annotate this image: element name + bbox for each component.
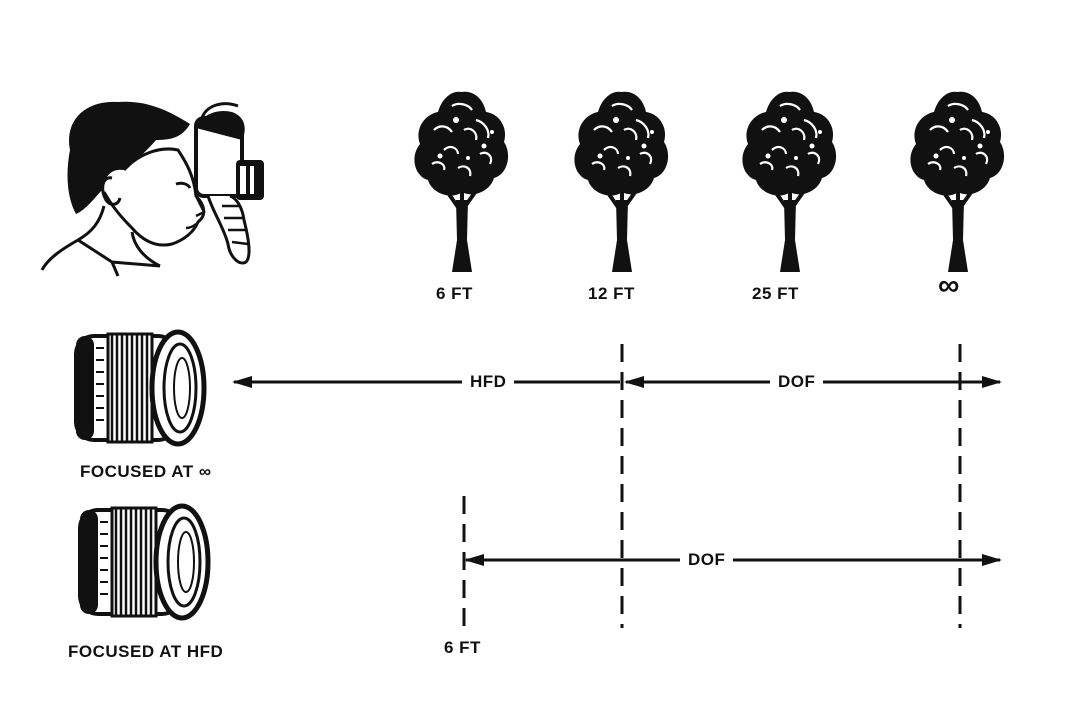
hfd-label: HFD — [462, 372, 515, 392]
dof-label-top: DOF — [770, 372, 824, 392]
caption-focused-infinity: FOCUSED AT ∞ — [80, 462, 212, 481]
distance-label-infinity: ∞ — [938, 269, 960, 302]
dof-label-bottom: DOF — [680, 550, 734, 570]
distance-label-12ft: 12 FT — [588, 284, 635, 303]
lens-icon-focused-hfd — [80, 506, 208, 618]
distance-label-6ft: 6 FT — [436, 284, 473, 303]
photographer-icon — [40, 101, 264, 277]
tree-icon-infinity — [908, 89, 1007, 274]
lens-icon-focused-infinity — [76, 332, 204, 444]
caption-focused-hfd: FOCUSED AT HFD — [68, 642, 224, 661]
tree-icon-6ft — [412, 89, 511, 274]
tree-icon-25ft — [740, 89, 839, 274]
near-limit-label: 6 FT — [444, 638, 481, 657]
tree-icon-12ft — [572, 89, 671, 274]
distance-label-25ft: 25 FT — [752, 284, 799, 303]
